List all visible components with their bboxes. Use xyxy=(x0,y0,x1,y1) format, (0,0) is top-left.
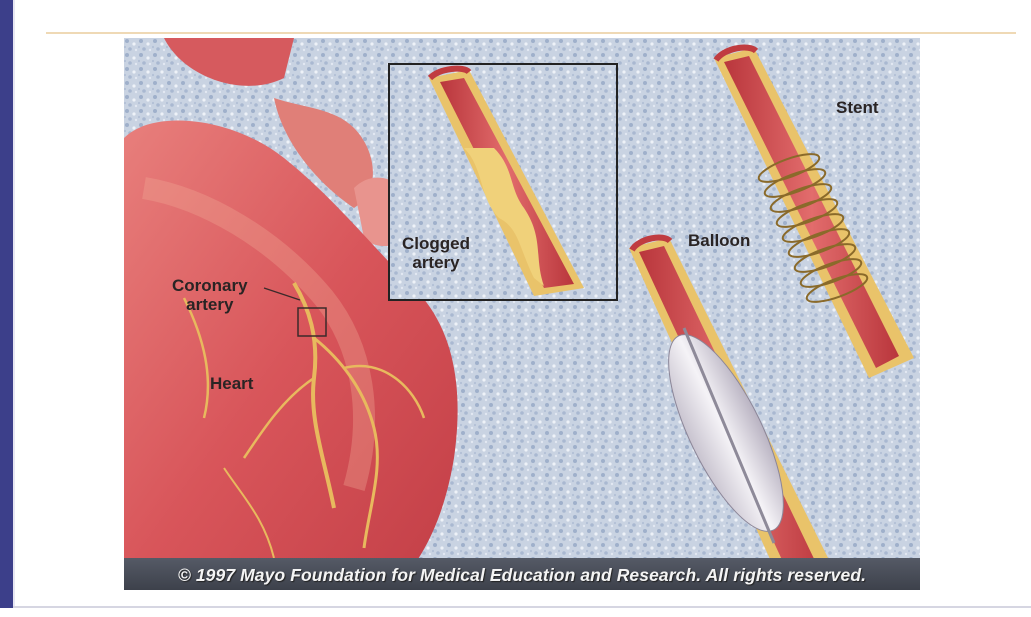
coronary-artery-label-line1: Coronary xyxy=(172,276,248,295)
copyright-caption: © 1997 Mayo Foundation for Medical Educa… xyxy=(124,565,920,586)
top-divider xyxy=(46,32,1016,34)
clogged-artery-label: Clogged artery xyxy=(402,234,470,272)
stent-label: Stent xyxy=(836,98,879,117)
clogged-artery-label-line2: artery xyxy=(402,253,470,272)
heart-label: Heart xyxy=(210,374,253,393)
coronary-artery-label-line2: artery xyxy=(172,295,248,314)
left-frame-border xyxy=(0,0,13,608)
balloon-label: Balloon xyxy=(688,231,750,250)
left-frame-highlight xyxy=(13,0,15,608)
illustration-artwork xyxy=(124,38,920,590)
coronary-artery-label: Coronary artery xyxy=(172,276,248,314)
bottom-frame-border xyxy=(13,606,1031,608)
clogged-artery-label-line1: Clogged xyxy=(402,234,470,253)
angioplasty-illustration: Coronary artery Heart Clogged artery Bal… xyxy=(124,38,920,590)
